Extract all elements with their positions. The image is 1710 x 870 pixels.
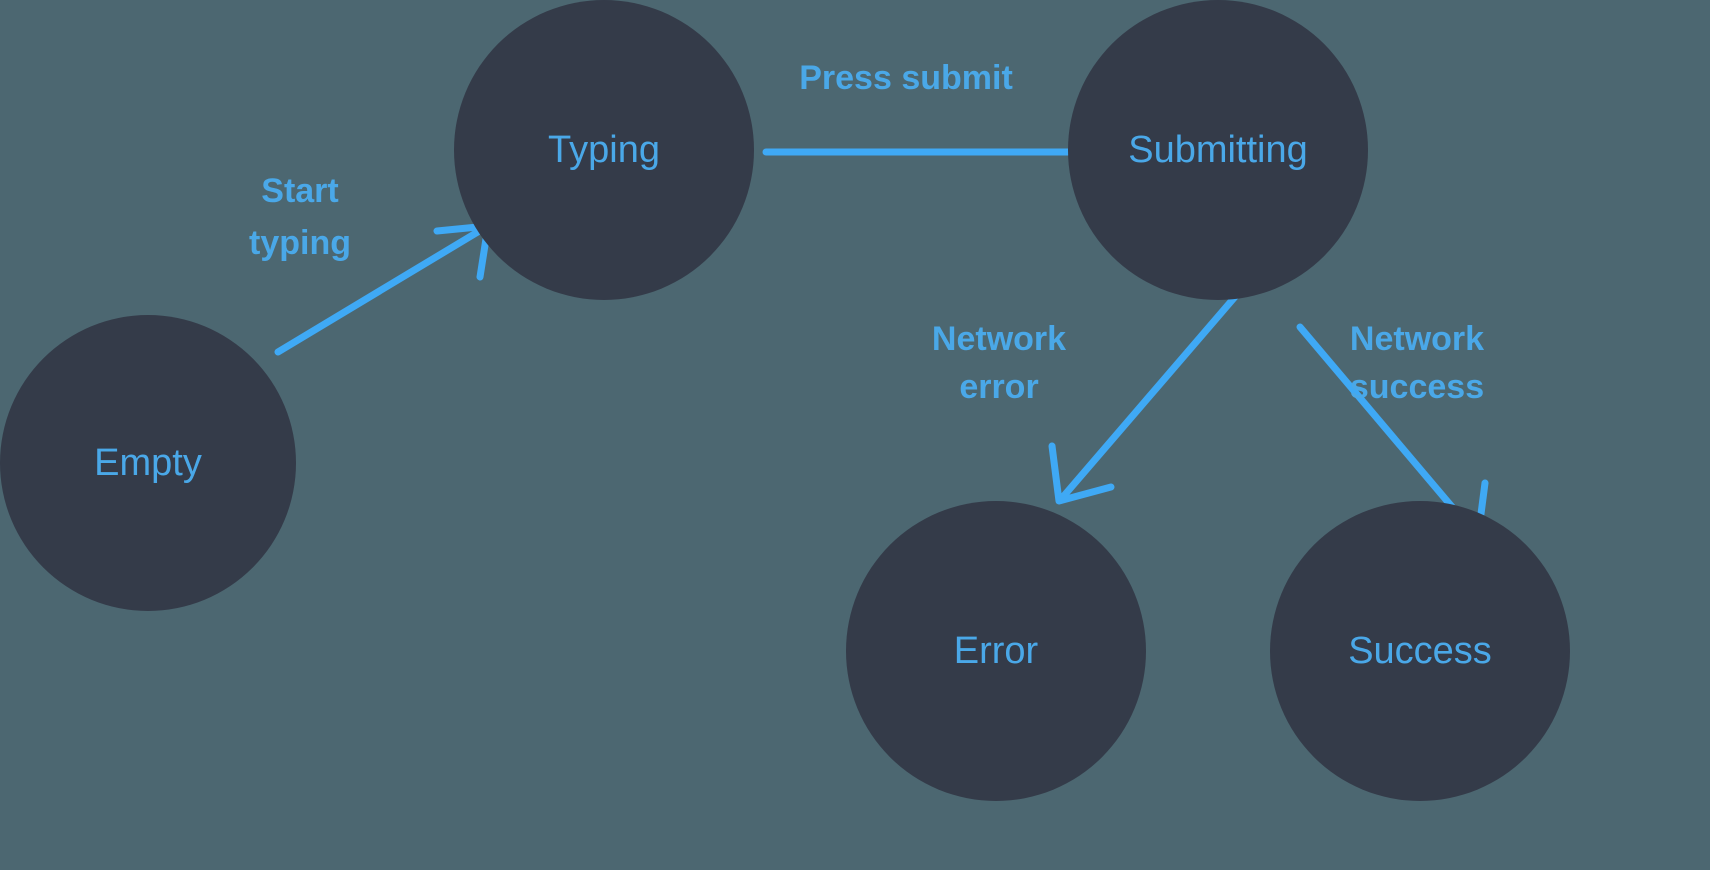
node-success-circle[interactable]: [1270, 501, 1570, 801]
edge-submitting-to-success-line: [1296, 323, 1479, 538]
node-empty-circle[interactable]: [0, 315, 296, 611]
node-typing-circle[interactable]: [454, 0, 754, 300]
node-empty-label: Empty: [94, 442, 202, 484]
edge-label-start-typing-line1: Start: [261, 172, 338, 210]
node-error-circle[interactable]: [846, 501, 1146, 801]
node-typing[interactable]: Typing: [454, 0, 754, 300]
edge-submitting-to-error-line: [1058, 287, 1244, 502]
edge-label-network-error: Network error: [932, 320, 1066, 406]
edge-label-press-submit: Press submit: [799, 59, 1013, 97]
edge-label-press-submit-line1: Press submit: [799, 59, 1013, 97]
edge-submitting-to-error-arrowhead: [1048, 442, 1115, 505]
edge-label-network-error-line1: Network: [932, 320, 1066, 358]
edge-empty-to-typing-line: [274, 223, 490, 356]
node-submitting-circle[interactable]: [1068, 0, 1368, 300]
edge-label-network-success: Network success: [1350, 320, 1484, 406]
edge-label-network-success-line1: Network: [1350, 320, 1484, 358]
edge-label-start-typing-line2: typing: [249, 224, 351, 262]
edge-label-network-error-line2: error: [959, 368, 1038, 406]
node-submitting[interactable]: Submitting: [1068, 0, 1368, 300]
node-empty[interactable]: Empty: [0, 315, 296, 611]
node-success[interactable]: Success: [1270, 501, 1570, 801]
edge-label-network-success-line2: success: [1350, 368, 1484, 406]
edge-submitting-to-error: [1048, 287, 1244, 505]
edge-label-start-typing: Start typing: [249, 172, 351, 262]
node-error-label: Error: [954, 630, 1039, 672]
node-error[interactable]: Error: [846, 501, 1146, 801]
node-success-label: Success: [1348, 630, 1492, 672]
node-typing-label: Typing: [548, 129, 660, 171]
node-submitting-label: Submitting: [1128, 129, 1308, 171]
